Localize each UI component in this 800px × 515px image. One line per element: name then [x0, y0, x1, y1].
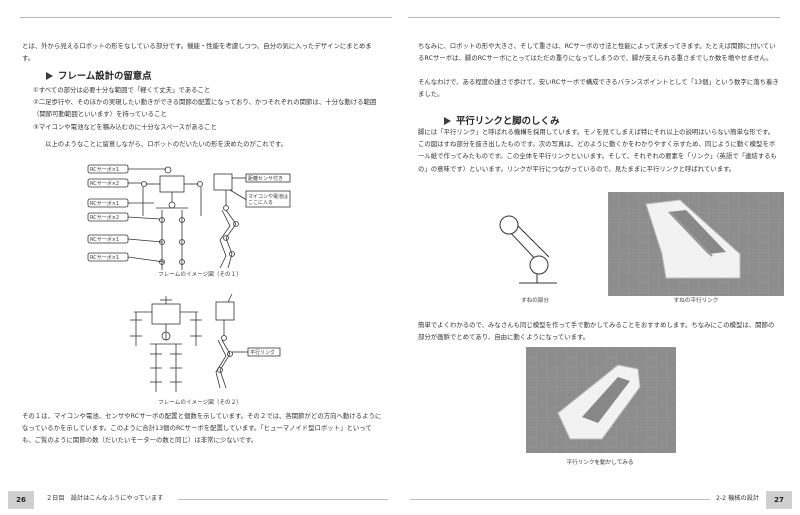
frame-figure-2: 平行リンク [130, 293, 281, 392]
parallel-link-label: 平行リンク [250, 349, 275, 356]
top-rule [20, 17, 392, 18]
footer-section-text: 2-2 機械の設計 [716, 495, 760, 502]
paragraph-after-list: 以上のようなことに留意しながら、ロボットのだいたいの形を決めたのがこれです。 [45, 140, 288, 148]
list-item: ①すべての部分は必要十分な範囲で「軽くて丈夫」であること [33, 86, 211, 94]
intro-paragraph: とは、外から見えるロボットの形をなしている部分です。機能・性能を考慮しつつ、自分… [22, 42, 372, 63]
moving-link-caption: 平行リンクを動かしてみる [566, 460, 634, 466]
top-rule [408, 17, 780, 18]
paragraph: 簡単でよくわかるので、みなさんも同じ模型を作って手で動かしてみることをおすすめし… [418, 321, 775, 342]
servo-label: RCサーボ×1 [90, 166, 119, 173]
paragraph: ちなみに、ロボットの形や大きさ、そして重さは、RCサーボの寸法と性能によって決ま… [418, 42, 776, 63]
paragraph: 脚には「平行リンク」と呼ばれる機構を採用しています。モノを見てしまえば特にそれ以… [418, 128, 777, 173]
footer-rule [410, 499, 710, 500]
servo-label: RCサーボ×1 [90, 254, 119, 261]
servo-label: RCサーボ×2 [90, 180, 119, 187]
section-heading-text: 平行リンクと脚のしくみ [456, 116, 560, 127]
section-heading: 平行リンクと脚のしくみ [444, 113, 560, 127]
page-number: 27 [766, 491, 792, 509]
requirements-list: ①すべての部分は必要十分な範囲で「軽くて丈夫」であること ②二足歩行や、そのほか… [33, 84, 381, 133]
list-item: ③マイコンや電池などを積み込むのに十分なスペースがあること [33, 122, 217, 131]
left-page: とは、外から見えるロボットの形をなしている部分です。機能・性能を考慮しつつ、自分… [8, 17, 392, 509]
shin-caption: すねの部分 [521, 298, 549, 304]
triangle-bullet-icon [46, 72, 53, 80]
bottom-paragraph: その１は、マイコンや電池、センサやRCサーボの配置と個数を示しています。その２で… [22, 412, 382, 445]
figure1-caption: フレームのイメージ図（その１） [158, 272, 242, 278]
cardboard-model-illustration [526, 347, 676, 453]
battery-label-line1: マイコンや電池は [248, 193, 288, 200]
paragraph: そんなわけで、ある程度の速さで歩けて、安いRCサーボで構成できるバランスポイント… [418, 78, 779, 99]
page-number: 26 [8, 491, 34, 509]
shin-diagram [499, 215, 557, 284]
section-heading-text: フレーム設計の留意点 [58, 71, 152, 82]
servo-label: RCサーボ×1 [90, 200, 119, 207]
servo-label: RCサーボ×1 [90, 236, 119, 243]
cardboard-model-illustration [608, 192, 784, 296]
parallel-link-photo [608, 192, 784, 296]
footer-chapter-text: ２日目 設計はこんなふうにやっています [46, 495, 164, 502]
figure2-caption: フレームのイメージ図（その２） [158, 400, 242, 406]
sensor-label: 距離センサ付き [248, 175, 283, 182]
parallel-link-caption: すねの平行リンク [673, 298, 719, 304]
triangle-bullet-icon [444, 117, 451, 125]
moving-link-photo [526, 347, 676, 453]
frame-figure-1: RCサーボ×1 RCサーボ×2 RCサーボ×1 RCサーボ×2 RCサーボ×1 … [87, 164, 291, 270]
footer-rule [178, 499, 388, 500]
section-heading: フレーム設計の留意点 [46, 68, 151, 82]
right-page: ちなみに、ロボットの形や大きさ、そして重さは、RCサーボの寸法と性能によって決ま… [400, 0, 800, 515]
battery-label-line2: ここに入る [248, 200, 273, 206]
list-item: ②二足歩行や、そのほかの実現したい動きができる関節の配置になっており、かつそれぞ… [33, 98, 377, 119]
servo-label: RCサーボ×2 [90, 214, 119, 221]
